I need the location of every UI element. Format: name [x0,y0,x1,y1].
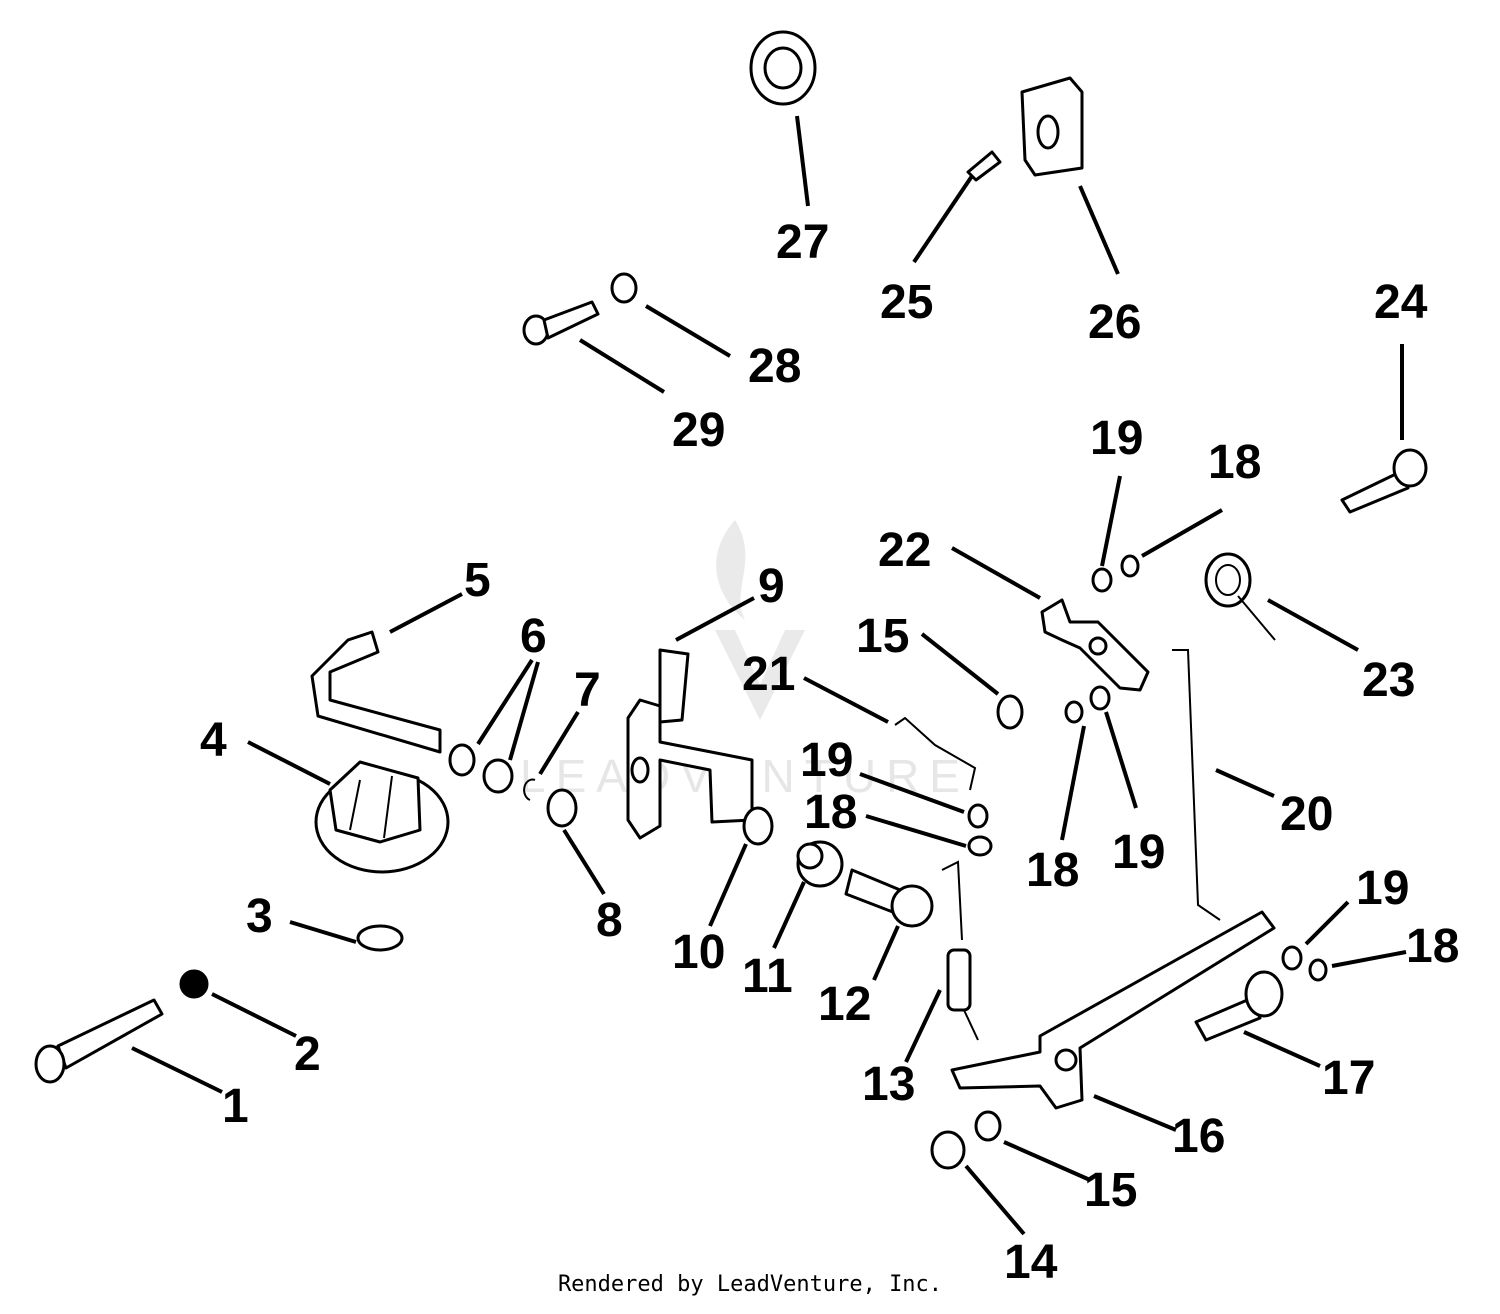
part-15-washer-upper [996,694,1024,730]
part-3-washer [356,924,404,952]
callout-14: 14 [1004,1236,1058,1289]
callout-10: 10 [672,926,725,979]
part-4-governor-gear [314,760,450,874]
callout-17: 17 [1322,1052,1375,1105]
callout-8: 8 [596,894,623,947]
credit-text: Rendered by LeadVenture, Inc. [557,1272,943,1297]
part-6-washer-a [448,743,476,777]
part-22-bracket [1040,598,1150,692]
callout-18-left: 18 [804,786,857,839]
part-16-lever [950,910,1276,1110]
callout-12: 12 [818,978,871,1031]
part-13-spring [941,860,979,1041]
part-12-bolt [844,868,934,928]
callout-15-upper: 15 [856,610,909,663]
callout-19-top: 19 [1090,412,1143,465]
callout-18-right: 18 [1406,920,1459,973]
part-9-governor-arm [626,648,754,840]
callout-28: 28 [748,340,801,393]
callout-25: 25 [880,276,933,329]
part-18-washer-top [1120,554,1140,578]
part-21-link [894,716,977,791]
callout-18-top: 18 [1208,436,1261,489]
leader-lines [131,115,1407,1236]
callout-19-mid: 19 [1112,826,1165,879]
part-18-washer-mid [1064,700,1084,724]
part-7-clip [523,778,536,801]
callout-13: 13 [862,1058,915,1111]
part-25-screw [966,150,1002,182]
callout-6: 6 [520,610,547,663]
callout-23: 23 [1362,654,1415,707]
callout-20: 20 [1280,788,1333,841]
part-29-bolt [522,300,600,346]
part-24-bolt [1340,448,1428,514]
callout-21: 21 [742,648,795,701]
part-19-nut-right [1281,945,1303,971]
part-1-pin [34,998,164,1084]
part-19-nut-mid [1089,685,1111,711]
part-17-bolt [1194,970,1284,1042]
part-28-nut [610,272,638,304]
part-10-clip [742,806,774,846]
part-18-washer-right [1308,958,1328,982]
part-11-bushing [796,840,844,888]
callout-5: 5 [464,554,491,607]
callout-26: 26 [1088,296,1141,349]
callout-16: 16 [1172,1110,1225,1163]
callout-24: 24 [1374,276,1428,329]
callout-29: 29 [672,404,725,457]
callout-19-right: 19 [1356,862,1409,915]
callout-27: 27 [776,216,829,269]
callout-15-lower: 15 [1084,1164,1137,1217]
callout-11: 11 [742,950,793,1003]
part-14-nut [930,1130,966,1170]
part-20-rod [1172,649,1221,921]
part-5-shaft [310,630,442,754]
part-8-washer [546,788,578,828]
callout-9: 9 [758,560,785,613]
callout-4: 4 [200,714,227,767]
part-19-nut-lower [967,803,989,829]
callout-2: 2 [294,1028,321,1081]
part-15-washer-lower [974,1110,1002,1142]
callout-numbers: 1 2 3 4 5 6 7 8 9 10 11 12 13 14 15 15 1… [200,216,1459,1289]
part-23-spring [1204,552,1276,641]
part-18-washer-lower [967,835,993,857]
callout-1: 1 [222,1080,249,1133]
callout-7: 7 [574,664,601,717]
part-2-nut [179,969,209,999]
part-26-bracket [1020,76,1084,177]
callout-18-mid: 18 [1026,844,1079,897]
part-6-washer-b [482,758,514,794]
part-19-nut-top [1091,567,1113,593]
callout-3: 3 [246,890,273,943]
part-27-seal [749,30,817,106]
callout-22: 22 [878,524,931,577]
callout-19-left: 19 [800,734,853,787]
